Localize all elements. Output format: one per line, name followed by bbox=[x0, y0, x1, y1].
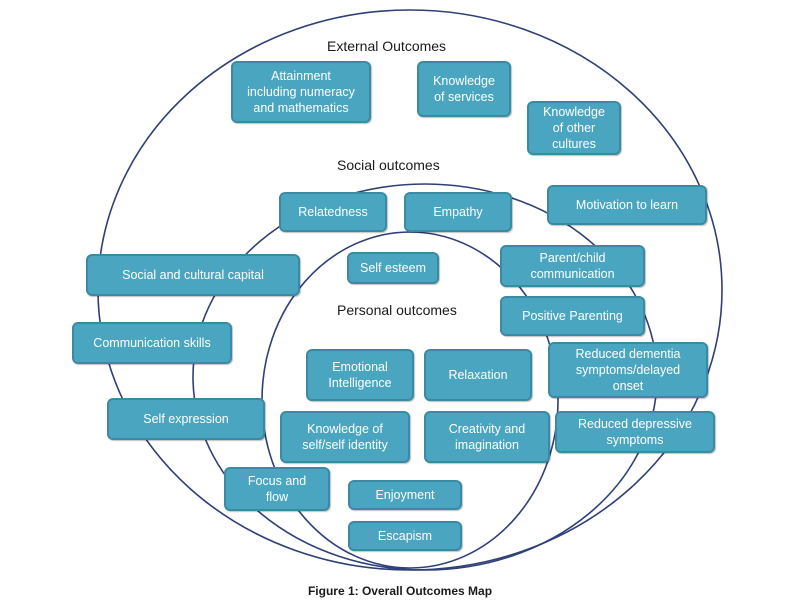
box-knowledge-of-services: Knowledge of services bbox=[417, 61, 511, 117]
box-reduced-dementia: Reduced dementia symptoms/delayed onset bbox=[548, 342, 708, 398]
box-social-and-cultural-capital: Social and cultural capital bbox=[86, 254, 300, 296]
figure-caption: Figure 1: Overall Outcomes Map bbox=[307, 584, 493, 598]
box-relatedness: Relatedness bbox=[279, 192, 387, 232]
box-emotional-intelligence: Emotional Intelligence bbox=[306, 349, 414, 401]
box-knowledge-of-self: Knowledge of self/self identity bbox=[280, 411, 410, 463]
box-parent-child-communication: Parent/child communication bbox=[500, 245, 645, 287]
box-attainment: Attainment including numeracy and mathem… bbox=[231, 61, 371, 123]
box-positive-parenting: Positive Parenting bbox=[500, 296, 645, 336]
box-self-esteem: Self esteem bbox=[347, 252, 439, 284]
box-empathy: Empathy bbox=[404, 192, 512, 232]
box-motivation-to-learn: Motivation to learn bbox=[547, 185, 707, 225]
box-knowledge-of-other-cultures: Knowledge of other cultures bbox=[527, 101, 621, 155]
box-creativity-and-imagination: Creativity and imagination bbox=[424, 411, 550, 463]
box-relaxation: Relaxation bbox=[424, 349, 532, 401]
box-enjoyment: Enjoyment bbox=[348, 480, 462, 510]
box-self-expression: Self expression bbox=[107, 398, 265, 440]
external-outcomes-label: External Outcomes bbox=[327, 38, 447, 54]
personal-outcomes-label: Personal outcomes bbox=[337, 302, 457, 318]
social-outcomes-label: Social outcomes bbox=[337, 157, 440, 173]
box-escapism: Escapism bbox=[348, 521, 462, 551]
box-communication-skills: Communication skills bbox=[72, 322, 232, 364]
box-reduced-depressive-symptoms: Reduced depressive symptoms bbox=[555, 411, 715, 453]
box-focus-and-flow: Focus and flow bbox=[224, 467, 330, 511]
